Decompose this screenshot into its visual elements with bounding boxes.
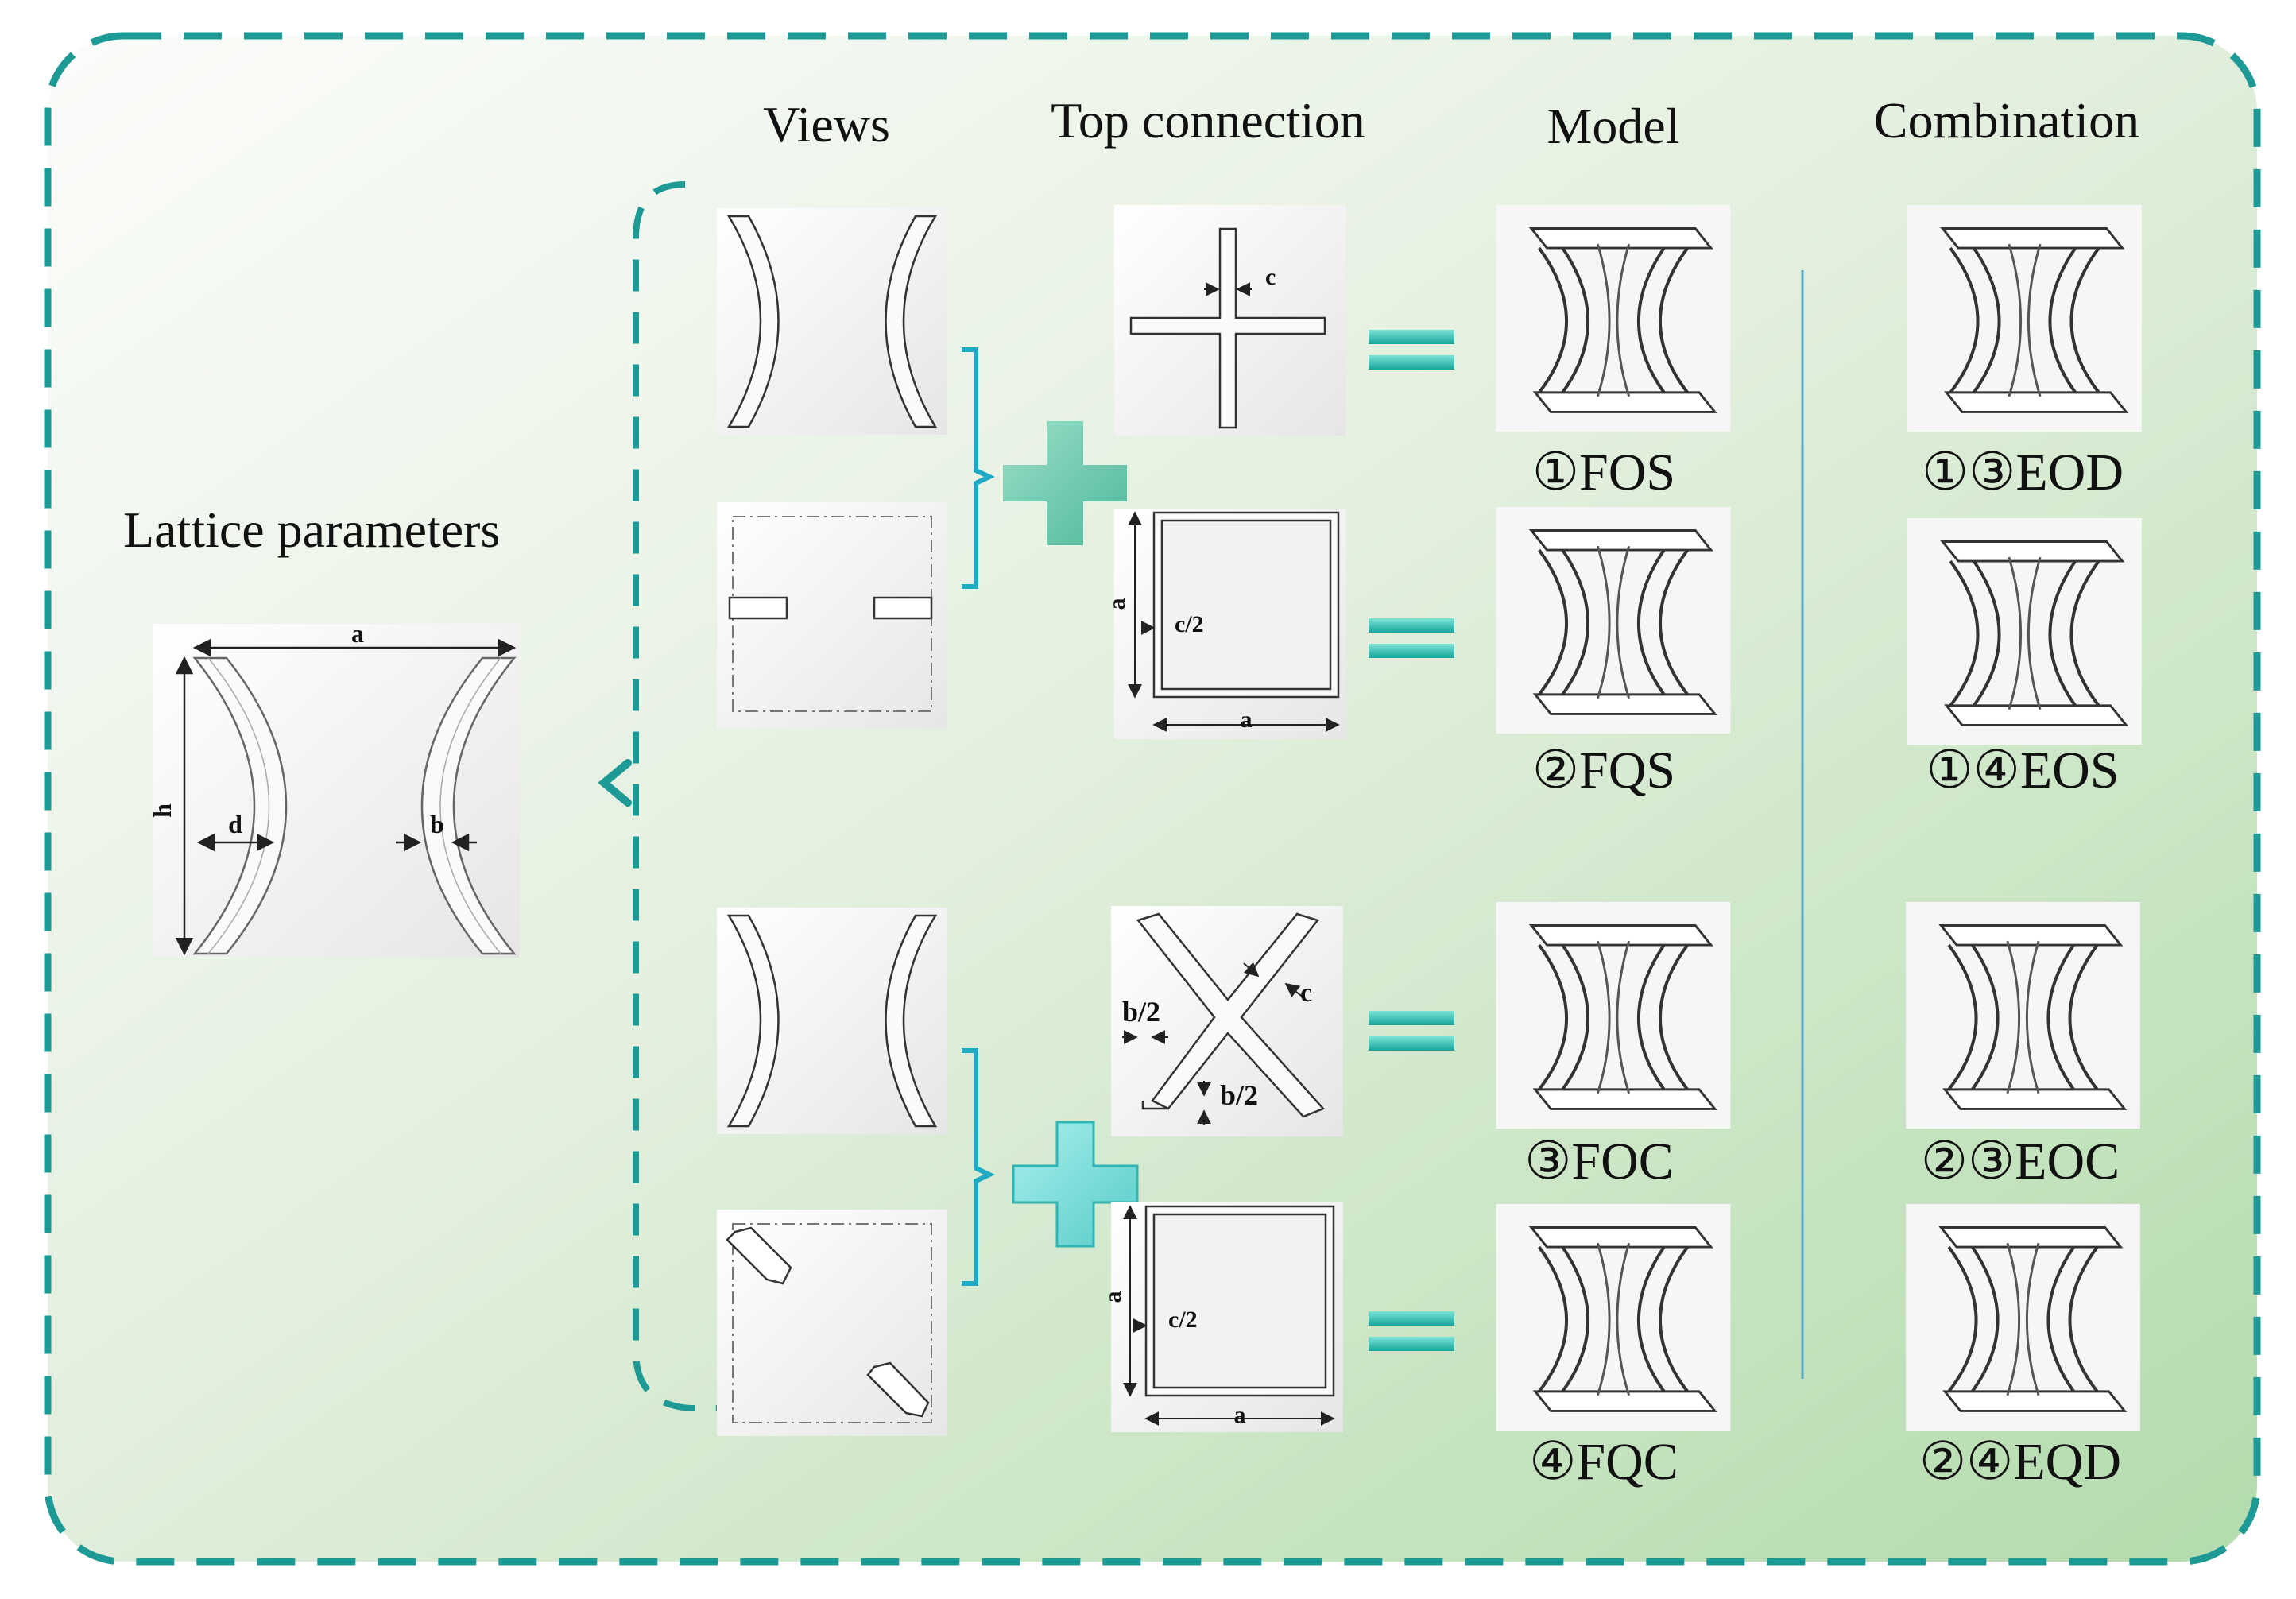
view-plan-2 — [717, 1210, 947, 1436]
lattice-title: Lattice parameters — [123, 501, 501, 558]
plus-icon — [1003, 421, 1127, 545]
model-label-fqc: ④FQC — [1529, 1433, 1678, 1491]
dim-a-label: a — [1241, 707, 1253, 733]
connection-square-1: a a c/2 — [1104, 509, 1346, 739]
combination-label-eos: ①④EOS — [1926, 741, 2120, 800]
equals-icon — [1369, 1011, 1454, 1051]
header-combination: Combination — [1873, 92, 2140, 149]
dim-c-label: c — [1300, 978, 1312, 1008]
dim-a-label: a — [351, 619, 364, 648]
view-arcs-2 — [717, 908, 947, 1134]
lattice-parameter-drawing: a h d b — [148, 619, 520, 958]
model-image-fos — [1494, 205, 1733, 432]
header-top-connection: Top connection — [1051, 92, 1365, 149]
model-image-fqc — [1494, 1204, 1733, 1431]
header-model: Model — [1547, 98, 1680, 154]
dim-c-label: c — [1265, 264, 1276, 290]
combination-image-eqd — [1906, 1204, 2140, 1431]
dim-c-half-label: c/2 — [1175, 611, 1204, 637]
connection-x: c b/2 b/2 — [1111, 906, 1343, 1136]
dim-h-label: h — [148, 803, 176, 818]
equals-icon — [1369, 1311, 1454, 1351]
dim-b-half-bottom-label: b/2 — [1220, 1079, 1258, 1111]
dim-b-label: b — [430, 810, 444, 838]
brace-bottom — [962, 1048, 996, 1286]
brace-top — [962, 347, 996, 589]
view-plan-1 — [717, 502, 947, 729]
dim-a-label: a — [1234, 1402, 1246, 1428]
chevron-left-icon — [598, 759, 632, 807]
equals-icon — [1369, 618, 1454, 658]
dim-d-label: d — [228, 810, 242, 838]
connection-square-2: a a c/2 — [1100, 1202, 1343, 1432]
header-views: Views — [763, 96, 890, 153]
inner-brace-frame — [633, 181, 723, 1411]
equals-icon — [1369, 330, 1454, 370]
model-label-foc: ③FOC — [1524, 1132, 1674, 1191]
dim-a-label: a — [1104, 598, 1130, 610]
combination-label-eqd: ②④EQD — [1919, 1433, 2121, 1491]
combination-label-eod: ①③EOD — [1922, 443, 2124, 501]
model-label-fqs: ②FQS — [1531, 741, 1676, 800]
model-image-foc — [1494, 902, 1733, 1129]
model-label-fos: ①FOS — [1531, 443, 1676, 501]
plus-icon — [1012, 1121, 1139, 1248]
view-arcs-1 — [717, 208, 947, 435]
dim-a-label: a — [1100, 1291, 1126, 1303]
combination-image-eos — [1907, 518, 2142, 745]
combination-label-eoc: ②③EOC — [1920, 1132, 2120, 1191]
model-image-fqs — [1494, 507, 1733, 734]
dim-c-half-label: c/2 — [1168, 1307, 1198, 1333]
combination-image-eoc — [1906, 902, 2140, 1129]
combination-image-eod — [1907, 205, 2142, 432]
connection-cross: c — [1114, 205, 1346, 436]
dim-b-half-top-label: b/2 — [1122, 996, 1160, 1028]
